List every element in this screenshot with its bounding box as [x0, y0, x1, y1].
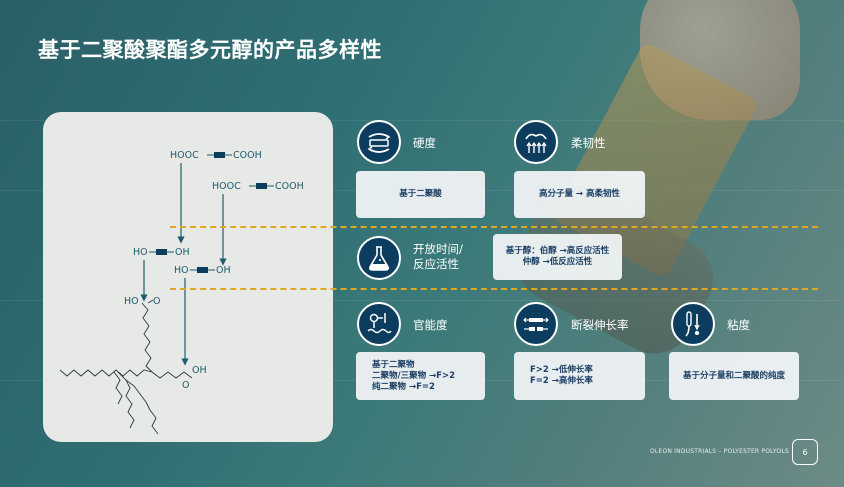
- diol-left-label: HO: [133, 247, 148, 258]
- page-number: 6: [792, 439, 818, 465]
- acid-right-label: COOH: [275, 181, 304, 192]
- elongation-info-line2: F=2 →高伸长率: [530, 376, 593, 386]
- viscosity-icon: [671, 302, 715, 346]
- hardness-info-box: 基于二聚酸: [356, 171, 485, 218]
- open-time-info-box: 基于醇：伯醇 →高反应活性 仲醇 →低反应活性: [493, 234, 622, 280]
- page-title: 基于二聚酸聚酯多元醇的产品多样性: [38, 38, 382, 62]
- elongation-icon: [514, 302, 558, 346]
- functionality-info-line1: 基于二聚物: [372, 359, 415, 370]
- flexibility-info-text: 高分子量 → 高柔韧性: [538, 189, 621, 199]
- diol-right-label: OH: [175, 247, 190, 258]
- hardness-label: 硬度: [413, 136, 436, 150]
- acid-left-label: HOOC: [170, 150, 199, 161]
- separator-line-top: [170, 226, 818, 228]
- open-time-info-line1: 基于醇：伯醇 →高反应活性: [505, 246, 610, 256]
- footer-text: OLEON INDUSTRIALS – POLYESTER POLYOLS: [650, 448, 789, 455]
- functionality-info-line3: 纯二聚物 →F=2: [372, 381, 435, 392]
- open-time-info-line2: 仲醇 →低反应活性: [522, 257, 593, 267]
- flexibility-label: 柔韧性: [571, 136, 606, 150]
- hardness-icon: [357, 120, 401, 164]
- separator-line-bottom: [170, 288, 818, 290]
- hardness-info-text: 基于二聚酸: [399, 189, 442, 199]
- elongation-info-box: F>2 →低伸长率 F=2 →高伸长率: [514, 352, 645, 400]
- chemistry-panel: [43, 112, 333, 442]
- wood-grain: [0, 120, 844, 121]
- functionality-info-box: 基于二聚物 二聚物/三聚物 →F>2 纯二聚物 →F=2: [356, 352, 485, 400]
- functional-group-icon: [357, 302, 401, 346]
- flexibility-icon: [514, 120, 558, 164]
- viscosity-info-text: 基于分子量和二聚酸的纯度: [682, 370, 785, 381]
- diol-left-label: HO: [174, 265, 189, 276]
- elongation-info-line1: F>2 →低伸长率: [530, 365, 593, 375]
- flexibility-info-box: 高分子量 → 高柔韧性: [514, 171, 645, 218]
- wood-grain: [0, 300, 844, 301]
- open-time-label-line1: 开放时间/: [413, 242, 463, 256]
- viscosity-info-box: 基于分子量和二聚酸的纯度: [669, 352, 799, 400]
- open-time-label: 开放时间/ 反应活性: [413, 242, 463, 272]
- flask-icon: [357, 236, 401, 280]
- acid-right-label: COOH: [233, 150, 262, 161]
- functionality-info-line2: 二聚物/三聚物 →F>2: [372, 370, 456, 381]
- acid-oh-label: OH: [192, 365, 207, 376]
- functionality-label: 官能度: [413, 318, 448, 332]
- elongation-label: 断裂伸长率: [571, 318, 629, 332]
- diol-right-label: OH: [216, 265, 231, 276]
- acid-left-label: HOOC: [212, 181, 241, 192]
- acid-o-label: O: [153, 296, 160, 307]
- open-time-label-line2: 反应活性: [413, 257, 459, 271]
- acid-o-label: O: [182, 380, 189, 391]
- viscosity-label: 粘度: [727, 318, 750, 332]
- acid-ho-label: HO: [124, 296, 139, 307]
